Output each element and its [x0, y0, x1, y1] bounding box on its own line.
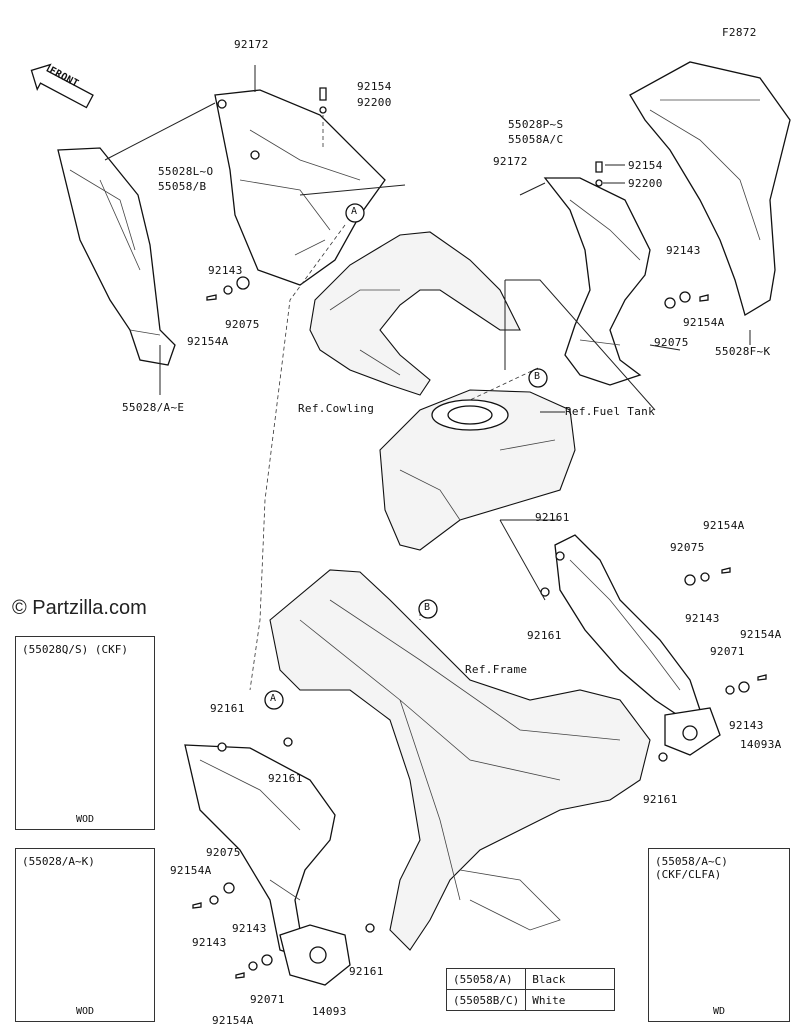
inset-caption: (55028/A~K)	[22, 855, 95, 868]
label-92154a-c: 92154A	[740, 628, 782, 641]
label-92154a-b: 92154A	[703, 519, 745, 532]
inset-caption: (55028Q/S) (CKF)	[22, 643, 128, 656]
inset-footnote: WOD	[75, 814, 95, 825]
label-92161-d: 92161	[210, 702, 245, 715]
label-92143-d: 92143	[192, 936, 227, 949]
inset-box-55028q-s: (55028Q/S) (CKF) WOD	[15, 636, 155, 830]
label-92143-right: 92143	[666, 244, 701, 257]
label-92071-right: 92071	[710, 645, 745, 658]
color-legend-table: (55058/A) Black (55058B/C) White	[445, 968, 616, 1011]
label-92154-top: 92154	[357, 80, 392, 93]
label-92075-left: 92075	[225, 318, 260, 331]
label-92161-a: 92161	[535, 511, 570, 524]
cowling-outline	[309, 231, 521, 396]
label-92143-left: 92143	[208, 264, 243, 277]
label-92075-c: 92075	[206, 846, 241, 859]
watermark: © Partzilla.com	[12, 597, 147, 619]
ref-circle-b-mid: B	[534, 371, 541, 382]
label-92200-mid: 92200	[628, 177, 663, 190]
inset-box-55028-a-k: (55028/A~K) WOD	[15, 848, 155, 1022]
label-92161-e: 92161	[268, 772, 303, 785]
label-92161-c: 92161	[643, 793, 678, 806]
label-92200-top: 92200	[357, 96, 392, 109]
label-92161-f: 92161	[349, 965, 384, 978]
label-92172-mid: 92172	[493, 155, 528, 168]
label-92075-b: 92075	[670, 541, 705, 554]
label-55058a-c: 55058A/C	[508, 133, 564, 146]
legend-row: (55058/A) Black	[445, 968, 616, 990]
label-14093a: 14093A	[740, 738, 782, 751]
label-55028p-s: 55028P~S	[508, 118, 564, 131]
label-14093: 14093	[312, 1005, 347, 1018]
inset-caption: (55058/A~C) (CKF/CLFA)	[655, 855, 728, 881]
page-code: F2872	[722, 26, 757, 39]
label-92154a-d: 92154A	[170, 864, 212, 877]
label-92154a-left: 92154A	[187, 335, 229, 348]
label-55028-a-e: 55028/A~E	[122, 401, 185, 414]
label-92143-b: 92143	[685, 612, 720, 625]
label-92154a-e: 92154A	[212, 1014, 254, 1027]
label-92172-top: 92172	[234, 38, 269, 51]
left-inner-shroud	[214, 89, 386, 286]
legend-color: White	[525, 989, 616, 1011]
legend-code: (55058B/C)	[445, 989, 527, 1011]
right-outer-shroud	[629, 61, 791, 316]
label-92154a-right: 92154A	[683, 316, 725, 329]
label-92143-e: 92143	[232, 922, 267, 935]
front-arrow-icon	[30, 63, 94, 109]
label-55058-b: 55058/B	[158, 180, 207, 193]
ref-circle-a-top: A	[351, 206, 358, 217]
label-55028l-o: 55028L~O	[158, 165, 214, 178]
label-ref-frame: Ref.Frame	[465, 663, 528, 676]
right-inner-shroud	[543, 177, 651, 386]
label-92154-mid: 92154	[628, 159, 663, 172]
ref-circle-b-frame: B	[424, 602, 431, 613]
label-92075-right: 92075	[654, 336, 689, 349]
label-55028f-k: 55028F~K	[715, 345, 771, 358]
legend-row: (55058B/C) White	[445, 989, 616, 1011]
label-ref-cowling: Ref.Cowling	[298, 402, 375, 415]
label-92161-b: 92161	[527, 629, 562, 642]
left-outer-shroud	[57, 147, 176, 366]
label-92143-c: 92143	[729, 719, 764, 732]
legend-color: Black	[525, 968, 616, 990]
inset-footnote: WOD	[75, 1006, 95, 1017]
legend-code: (55058/A)	[445, 968, 527, 990]
frame	[269, 569, 651, 951]
ref-circle-a-frame: A	[270, 693, 277, 704]
inset-footnote: WD	[712, 1006, 726, 1017]
label-92071-left: 92071	[250, 993, 285, 1006]
label-ref-fuel-tank: Ref.Fuel Tank	[565, 405, 655, 418]
fuel-tank	[379, 389, 576, 551]
inset-box-55058-a-c: (55058/A~C) (CKF/CLFA) WD	[648, 848, 790, 1022]
